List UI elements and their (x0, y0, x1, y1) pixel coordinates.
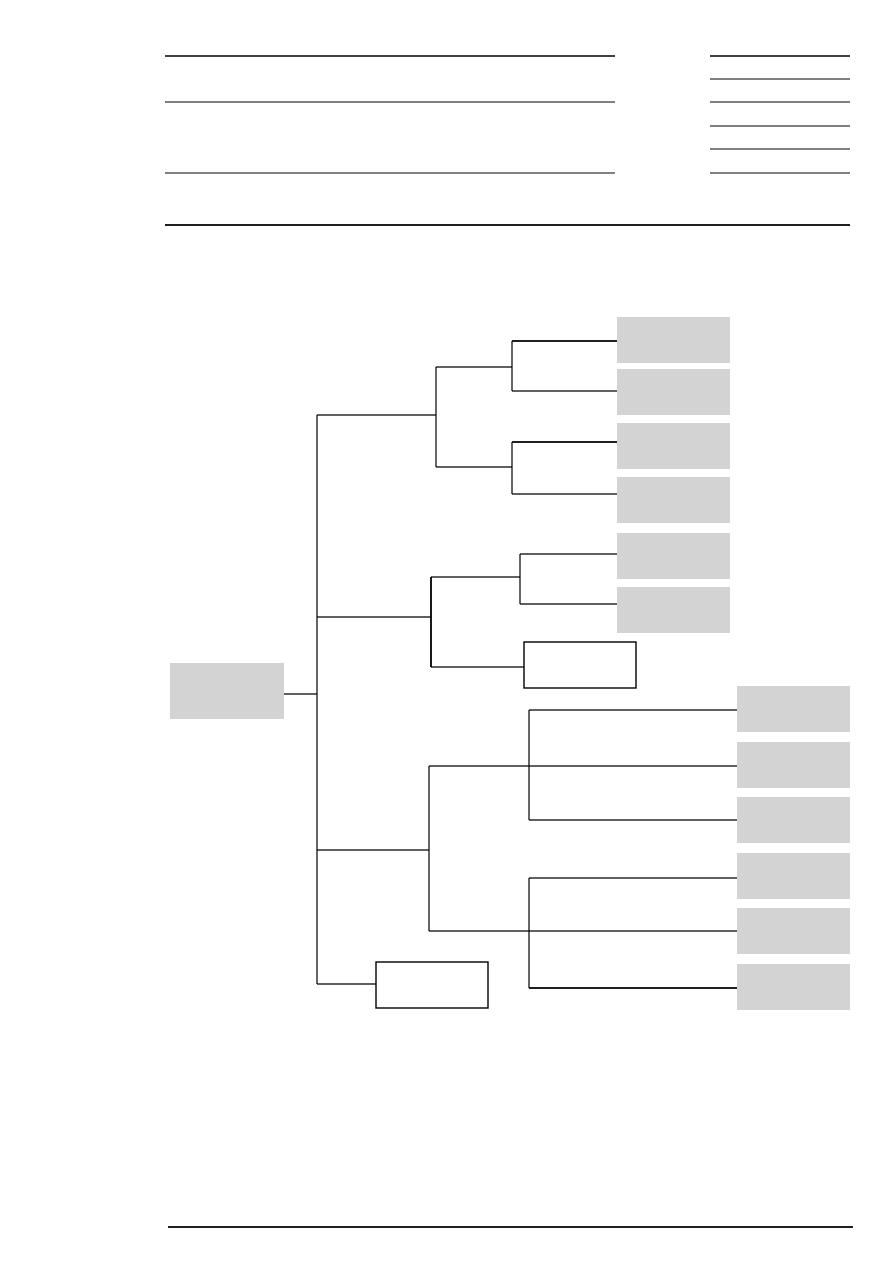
branch2-group1-leaf2-node (617, 587, 730, 633)
tree-nodes (170, 317, 850, 1010)
branch2-direct-leaf-node (523, 641, 637, 689)
tree-connectors (284, 340, 737, 989)
branch3-group2-leaf3-node (737, 964, 850, 1010)
branch3-group1-leaf1-node (737, 686, 850, 732)
branch3-group1-leaf2-node (737, 742, 850, 788)
branch1-group2-leaf2-node (617, 477, 730, 523)
root-node (170, 663, 284, 719)
branch1-group1-leaf1-node (617, 317, 730, 363)
header-rules (165, 55, 850, 226)
branch1-group2-leaf1-node (617, 423, 730, 469)
branch3-group1-leaf3-node (737, 797, 850, 843)
branch3-group2-leaf2-node (737, 908, 850, 954)
branch2-group1-leaf1-node (617, 533, 730, 579)
branch3-group2-leaf1-node (737, 853, 850, 899)
branch1-group1-leaf2-node (617, 369, 730, 415)
branch4-direct-leaf-node (375, 961, 489, 1009)
